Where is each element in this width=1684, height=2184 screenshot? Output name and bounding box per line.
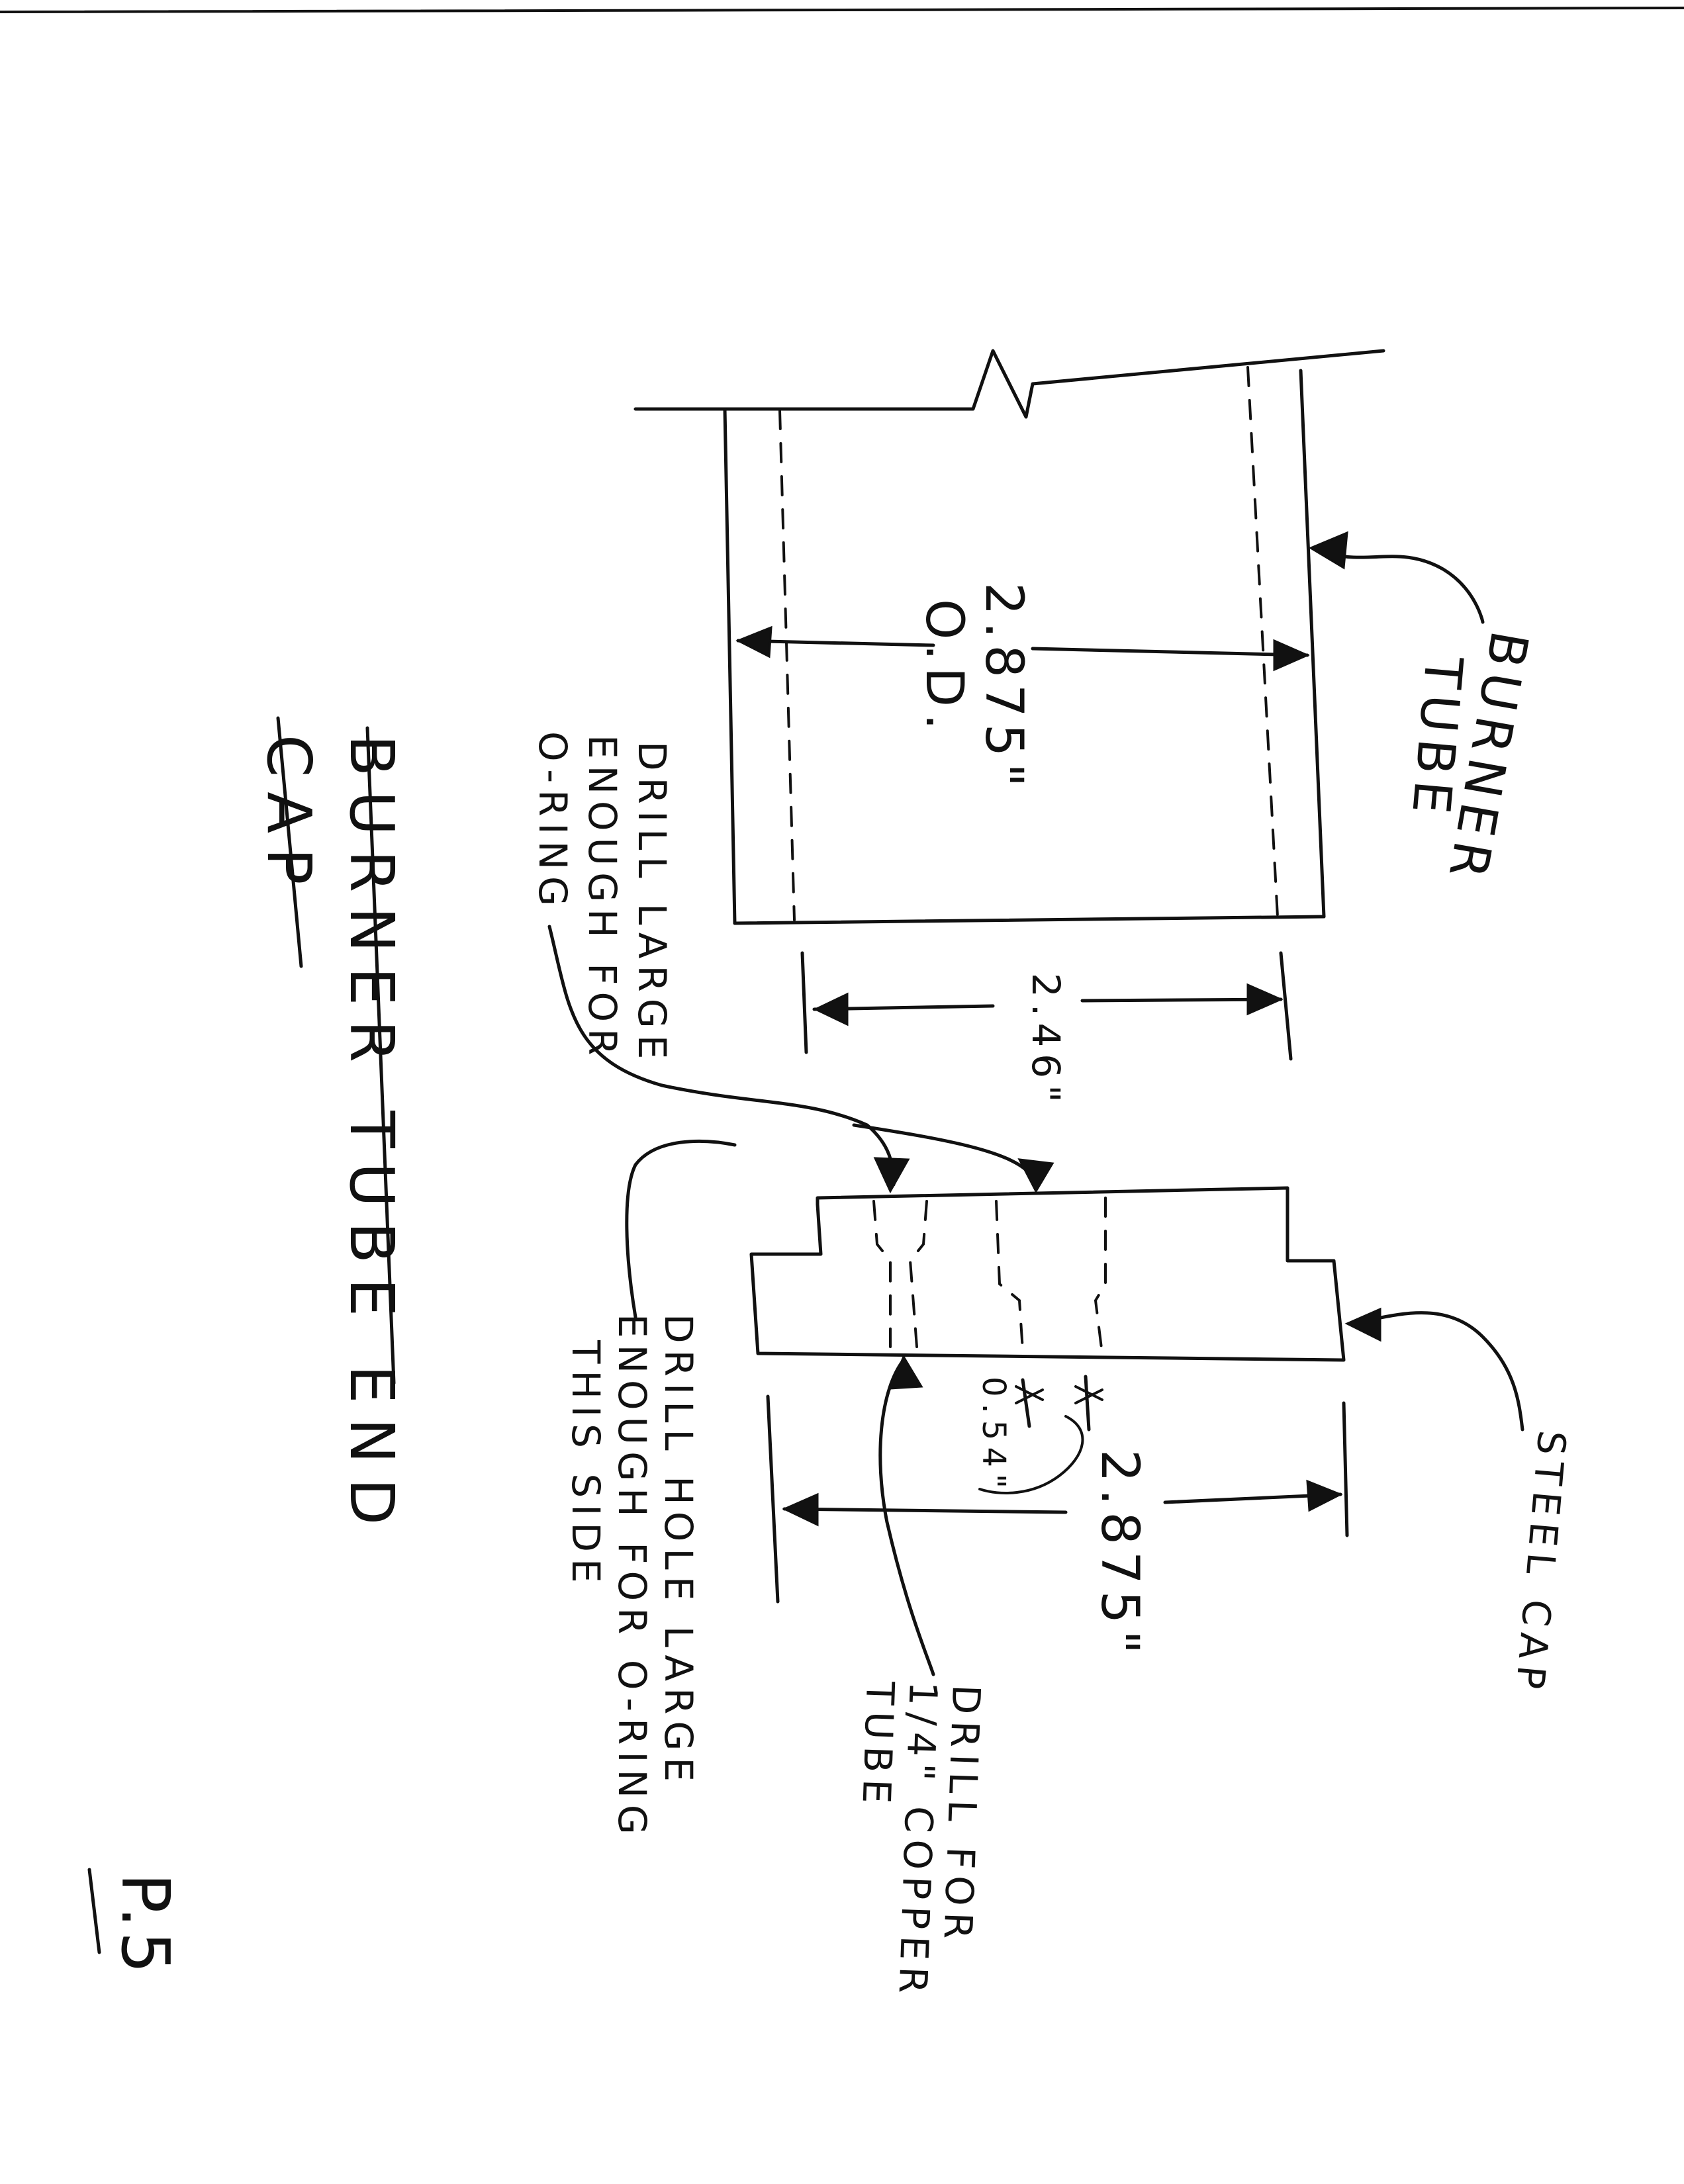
tube-break-line bbox=[633, 349, 1385, 419]
cap-outline bbox=[749, 1186, 1346, 1362]
cap-ext-left bbox=[766, 1394, 780, 1604]
tube-inner-left-wall bbox=[778, 409, 796, 921]
spacing-x-2 bbox=[1074, 1385, 1103, 1404]
page-number-underline bbox=[87, 1868, 101, 1954]
tube-od-note: O.D. bbox=[914, 599, 974, 737]
title-underline-1 bbox=[365, 726, 396, 1385]
spacing-leader bbox=[978, 1415, 1084, 1494]
drill-copper-label-3: TUBE bbox=[853, 1680, 903, 1811]
spacing-tick-2 bbox=[1084, 1375, 1091, 1432]
tube-id-dimension bbox=[800, 951, 1293, 1061]
burner-tube-label-2: TUBE bbox=[1399, 653, 1473, 822]
cap-hole-large-left bbox=[995, 1200, 1024, 1351]
drill-large-label-1: DRILL LARGE bbox=[630, 741, 675, 1066]
cap-width-dimension bbox=[766, 1394, 1349, 1604]
cap-ext-right bbox=[1342, 1401, 1349, 1537]
od-arrow-right bbox=[1273, 639, 1310, 672]
tube-bottom-edge bbox=[733, 915, 1326, 925]
drill-copper-arrow bbox=[888, 1354, 923, 1390]
tube-id-value: 2.46" bbox=[1023, 973, 1068, 1109]
drill-large-arrow-1 bbox=[873, 1157, 910, 1194]
cap-hole-large-right bbox=[1094, 1197, 1107, 1355]
hole-spacing-value: 0.54" bbox=[975, 1377, 1012, 1495]
od-arrow-left bbox=[735, 625, 772, 659]
page-top-rule bbox=[0, 7, 1684, 13]
cap-dim-line-left bbox=[782, 1507, 1068, 1514]
drill-large-arrow-2 bbox=[1017, 1158, 1054, 1194]
cap-hole-small-right bbox=[908, 1200, 928, 1348]
id-arrow-left bbox=[813, 992, 849, 1026]
drill-hole-label-2: ENOUGH FOR O-RING bbox=[610, 1314, 655, 1841]
cap-arrow-left bbox=[782, 1492, 819, 1527]
cap-width-value: 2.875" bbox=[1090, 1449, 1149, 1661]
steel-cap-label: STEEL CAP bbox=[1507, 1429, 1575, 1698]
steel-cap-leader-arrow bbox=[1344, 1307, 1381, 1342]
tube-inner-right-wall bbox=[1246, 366, 1279, 918]
drill-copper-leader bbox=[878, 1358, 935, 1676]
id-ext-right bbox=[1279, 951, 1293, 1061]
tube-right-wall bbox=[1299, 369, 1326, 919]
page-number: P.5 bbox=[107, 1873, 184, 1978]
burner-tube-leader-arrow bbox=[1308, 531, 1348, 570]
cap-hole-small-left bbox=[872, 1200, 892, 1348]
drill-copper-label-2: 1/4" COPPER bbox=[890, 1681, 946, 2001]
burner-tube-drawing bbox=[633, 349, 1485, 925]
drill-copper-label-1: DRILL FOR bbox=[935, 1684, 989, 1947]
cap-arrow-right bbox=[1306, 1479, 1343, 1512]
drill-large-label-2: ENOUGH FOR bbox=[580, 735, 625, 1062]
id-ext-left bbox=[800, 951, 808, 1054]
spacing-tick-1 bbox=[1021, 1378, 1031, 1428]
drill-large-leader bbox=[547, 925, 896, 1187]
tube-left-wall bbox=[723, 407, 737, 925]
id-arrow-right bbox=[1246, 983, 1284, 1016]
spacing-x-1 bbox=[1015, 1385, 1044, 1404]
title-line-2: CAP bbox=[254, 735, 324, 899]
drill-large-label-3: O-RING bbox=[530, 731, 575, 913]
title-line-1: BURNER TUBE END bbox=[336, 735, 407, 1539]
steel-cap-drawing bbox=[547, 925, 1524, 1676]
od-dimension-line-right bbox=[1031, 647, 1309, 657]
drill-hole-leader bbox=[625, 1139, 737, 1319]
drill-hole-label-1: DRILL HOLE LARGE bbox=[656, 1314, 701, 1788]
burner-tube-leader bbox=[1315, 547, 1485, 624]
drill-hole-label-3: THIS SIDE bbox=[563, 1340, 608, 1590]
title-underline-2 bbox=[276, 716, 303, 968]
steel-cap-leader bbox=[1348, 1311, 1524, 1432]
tube-od-value: 2.875" bbox=[974, 582, 1033, 794]
